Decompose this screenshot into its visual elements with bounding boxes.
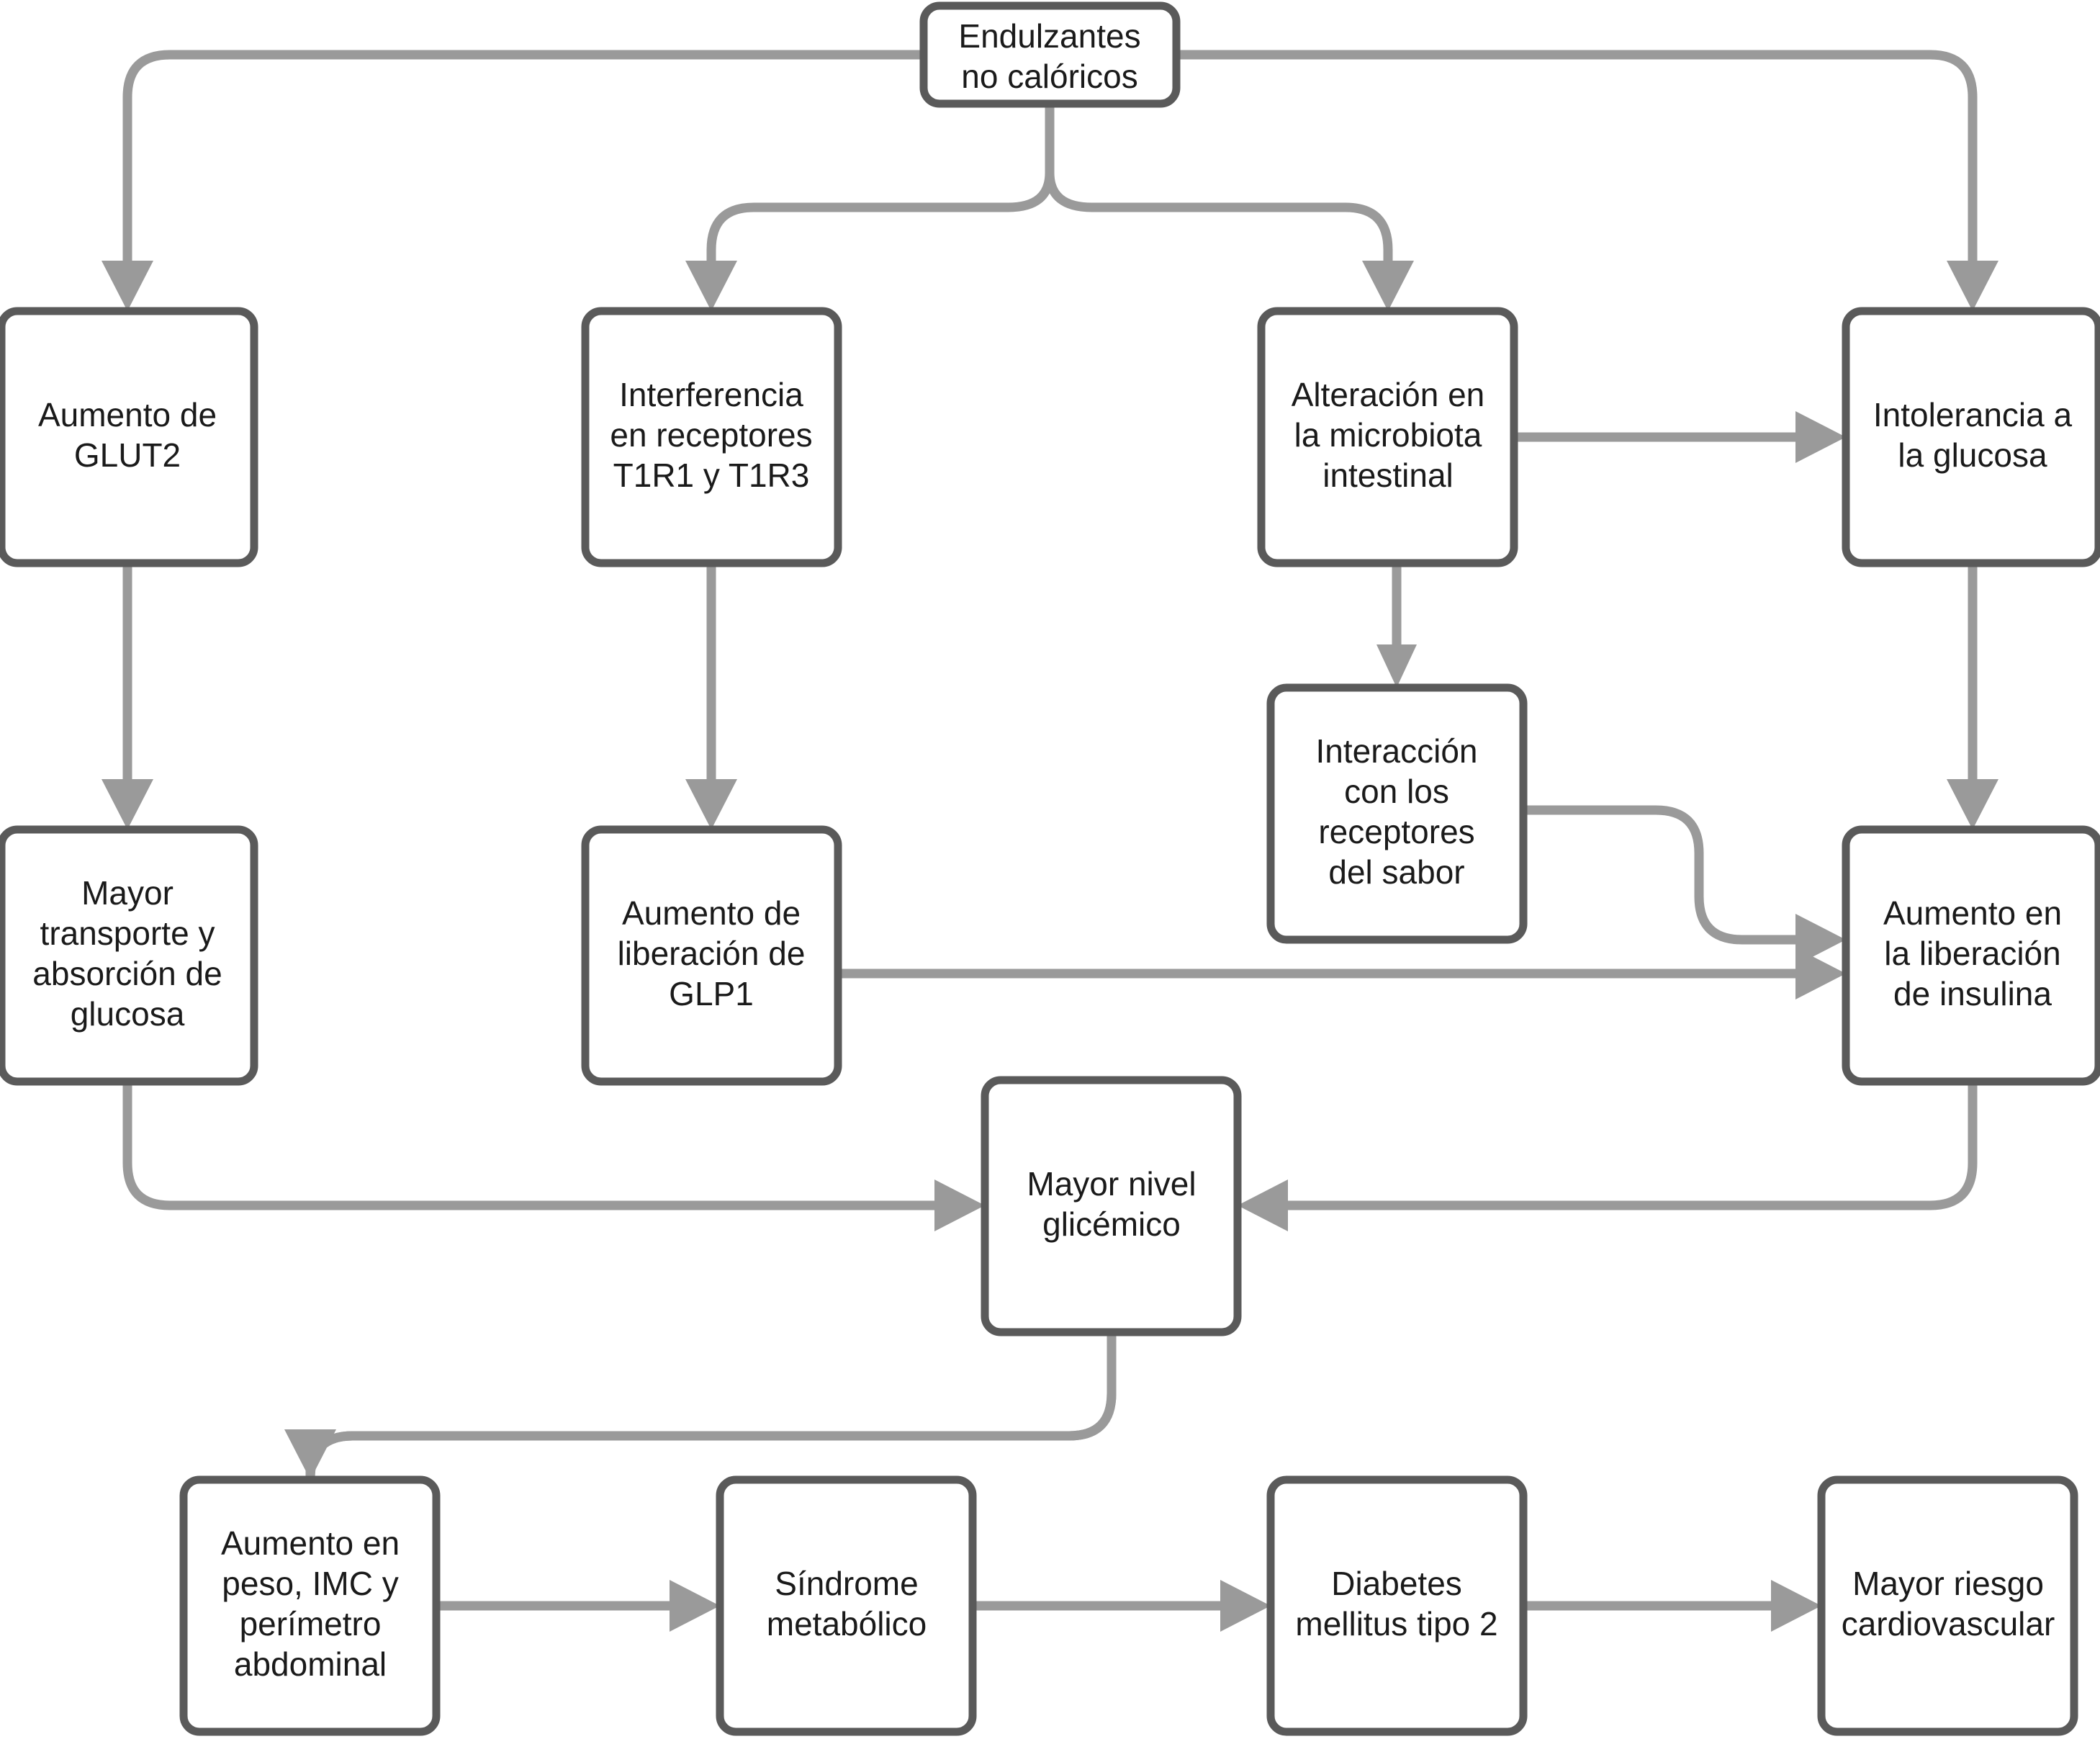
node-cardio[interactable]: Mayor riesgo cardiovascular xyxy=(1817,1475,2078,1736)
edge-peso-to-sindrome xyxy=(436,1580,720,1632)
edge-endulzantes-to-receptores xyxy=(685,104,1055,311)
node-intolerancia[interactable]: Intolerancia a la glucosa xyxy=(1842,307,2100,567)
node-diabetes[interactable]: Diabetes mellitus tipo 2 xyxy=(1266,1475,1528,1736)
node-glp1-box[interactable] xyxy=(581,825,842,1086)
node-glicemico-box[interactable] xyxy=(981,1076,1242,1336)
node-insulina[interactable]: Aumento en la liberación de insulina xyxy=(1842,825,2100,1086)
node-peso-line-1: peso, IMC y xyxy=(222,1565,398,1602)
node-transporte[interactable]: Mayor transporte y absorción de glucosa xyxy=(0,825,258,1086)
node-sabor-line-0: Interacción xyxy=(1315,732,1477,770)
node-transporte-line-1: transporte y xyxy=(40,915,215,952)
edge-sabor-to-insulina xyxy=(1523,805,1846,966)
node-cardio-box[interactable] xyxy=(1817,1475,2078,1736)
node-receptores[interactable]: Interferencia en receptores T1R1 y T1R3 xyxy=(581,307,842,567)
node-transporte-line-3: glucosa xyxy=(71,995,185,1033)
node-receptores-box[interactable] xyxy=(581,307,842,567)
edge-layer xyxy=(102,50,1998,1632)
node-insulina-line-2: de insulina xyxy=(1893,975,2052,1012)
node-sabor-line-1: con los xyxy=(1344,773,1449,810)
node-glicemico[interactable]: Mayor nivel glicémico xyxy=(981,1076,1242,1336)
node-endulzantes-line-1: no calóricos xyxy=(961,58,1137,95)
node-peso-box[interactable] xyxy=(179,1475,441,1736)
edge-diabetes-to-cardio xyxy=(1523,1580,1821,1632)
edge-receptores-to-glp1 xyxy=(685,563,737,830)
edge-glicemico-to-peso xyxy=(284,1332,1117,1483)
node-microbiota-line-0: Alteración en xyxy=(1292,376,1485,413)
node-insulina-box[interactable] xyxy=(1842,825,2100,1086)
node-glp1-line-1: liberación de xyxy=(618,935,806,972)
node-microbiota-box[interactable] xyxy=(1257,307,1518,567)
node-insulina-line-1: la liberación xyxy=(1884,935,2060,972)
node-endulzantes[interactable]: Endulzantes no calóricos xyxy=(919,1,1181,108)
node-microbiota[interactable]: Alteración en la microbiota intestinal xyxy=(1257,307,1518,567)
node-sindrome-line-1: metabólico xyxy=(767,1605,927,1643)
node-sindrome[interactable]: Síndrome metabólico xyxy=(716,1475,977,1736)
edge-microbiota-to-sabor xyxy=(1376,563,1417,688)
node-transporte-line-2: absorción de xyxy=(32,955,222,992)
edge-endulzantes-to-glut2 xyxy=(102,50,924,311)
node-glut2[interactable]: Aumento de GLUT2 xyxy=(0,307,258,567)
node-intolerancia-line-0: Intolerancia a xyxy=(1873,396,2073,433)
edge-intolerancia-to-insulina xyxy=(1947,563,1998,830)
node-sindrome-line-0: Síndrome xyxy=(775,1565,918,1602)
node-diabetes-box[interactable] xyxy=(1266,1475,1528,1736)
node-peso-line-3: abdominal xyxy=(234,1645,387,1683)
node-glut2-box[interactable] xyxy=(0,307,258,567)
node-transporte-line-0: Mayor xyxy=(81,874,174,912)
node-endulzantes-line-0: Endulzantes xyxy=(958,17,1140,55)
node-receptores-line-1: en receptores xyxy=(610,416,812,454)
edge-glp1-to-insulina xyxy=(838,948,1846,999)
node-sabor-box[interactable] xyxy=(1266,683,1528,944)
edge-transporte-to-glicemico xyxy=(122,1082,985,1231)
node-sabor-line-3: del sabor xyxy=(1328,853,1464,891)
node-sindrome-box[interactable] xyxy=(716,1475,977,1736)
node-sabor[interactable]: Interacción con los receptores del sabor xyxy=(1266,683,1528,944)
node-diabetes-line-0: Diabetes xyxy=(1331,1565,1462,1602)
node-receptores-line-0: Interferencia xyxy=(619,376,803,413)
node-cardio-line-1: cardiovascular xyxy=(1842,1605,2055,1643)
edge-insulina-to-glicemico xyxy=(1238,1082,1978,1231)
node-sabor-line-2: receptores xyxy=(1318,813,1474,850)
edge-glut2-to-transporte xyxy=(102,563,153,830)
node-peso[interactable]: Aumento en peso, IMC y perímetro abdomin… xyxy=(179,1475,441,1736)
node-microbiota-line-2: intestinal xyxy=(1322,457,1454,494)
node-glp1-line-2: GLP1 xyxy=(669,975,754,1012)
edge-sindrome-to-diabetes xyxy=(973,1580,1271,1632)
node-receptores-line-2: T1R1 y T1R3 xyxy=(613,457,810,494)
node-glicemico-line-1: glicémico xyxy=(1042,1205,1181,1243)
node-transporte-box[interactable] xyxy=(0,825,258,1086)
node-microbiota-line-1: la microbiota xyxy=(1294,416,1482,454)
node-glicemico-line-0: Mayor nivel xyxy=(1027,1165,1196,1203)
node-glp1-line-0: Aumento de xyxy=(622,894,801,932)
edge-microbiota-to-intolerancia xyxy=(1514,411,1846,463)
node-insulina-line-0: Aumento en xyxy=(1883,894,2062,932)
node-intolerancia-line-1: la glucosa xyxy=(1898,436,2047,474)
node-glp1[interactable]: Aumento de liberación de GLP1 xyxy=(581,825,842,1086)
node-cardio-line-0: Mayor riesgo xyxy=(1852,1565,2044,1602)
edge-endulzantes-to-intolerancia xyxy=(1176,50,1998,311)
node-peso-line-2: perímetro xyxy=(240,1605,382,1643)
node-glut2-line-1: GLUT2 xyxy=(74,436,181,474)
node-endulzantes-box[interactable] xyxy=(919,1,1181,108)
node-intolerancia-box[interactable] xyxy=(1842,307,2100,567)
node-glut2-line-0: Aumento de xyxy=(38,396,217,433)
node-diabetes-line-1: mellitus tipo 2 xyxy=(1295,1605,1497,1643)
node-peso-line-0: Aumento en xyxy=(221,1524,400,1562)
edge-endulzantes-to-microbiota xyxy=(1045,104,1414,311)
